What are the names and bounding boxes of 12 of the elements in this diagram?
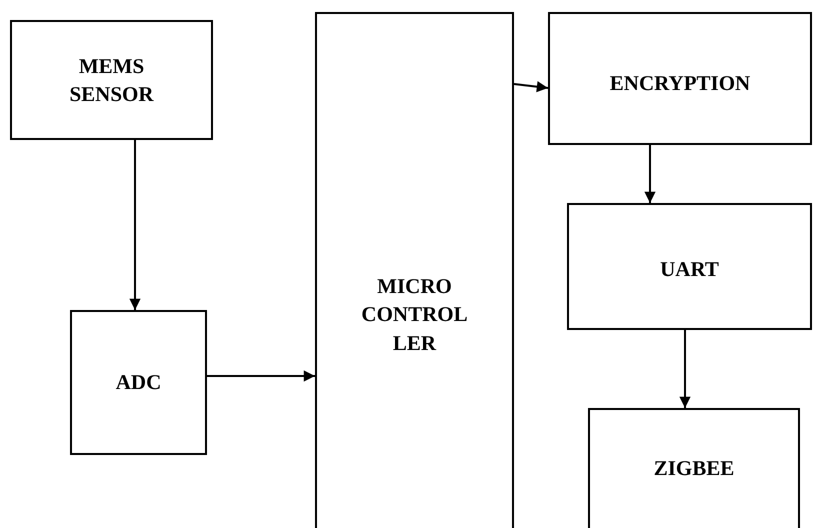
box-label: ZIGBEE xyxy=(654,455,734,482)
box-label: ENCRYPTION xyxy=(610,70,750,97)
process-box xyxy=(10,20,213,140)
process-box xyxy=(548,12,812,145)
box-label: MEMS SENSOR xyxy=(68,52,155,108)
process-box xyxy=(315,12,514,528)
box-label: ADC xyxy=(116,369,162,396)
process-box xyxy=(588,408,800,528)
box-label: UART xyxy=(660,256,719,283)
box-label: MICRO CONTROL LER xyxy=(360,273,469,357)
process-box xyxy=(70,310,207,455)
process-box xyxy=(567,203,812,330)
